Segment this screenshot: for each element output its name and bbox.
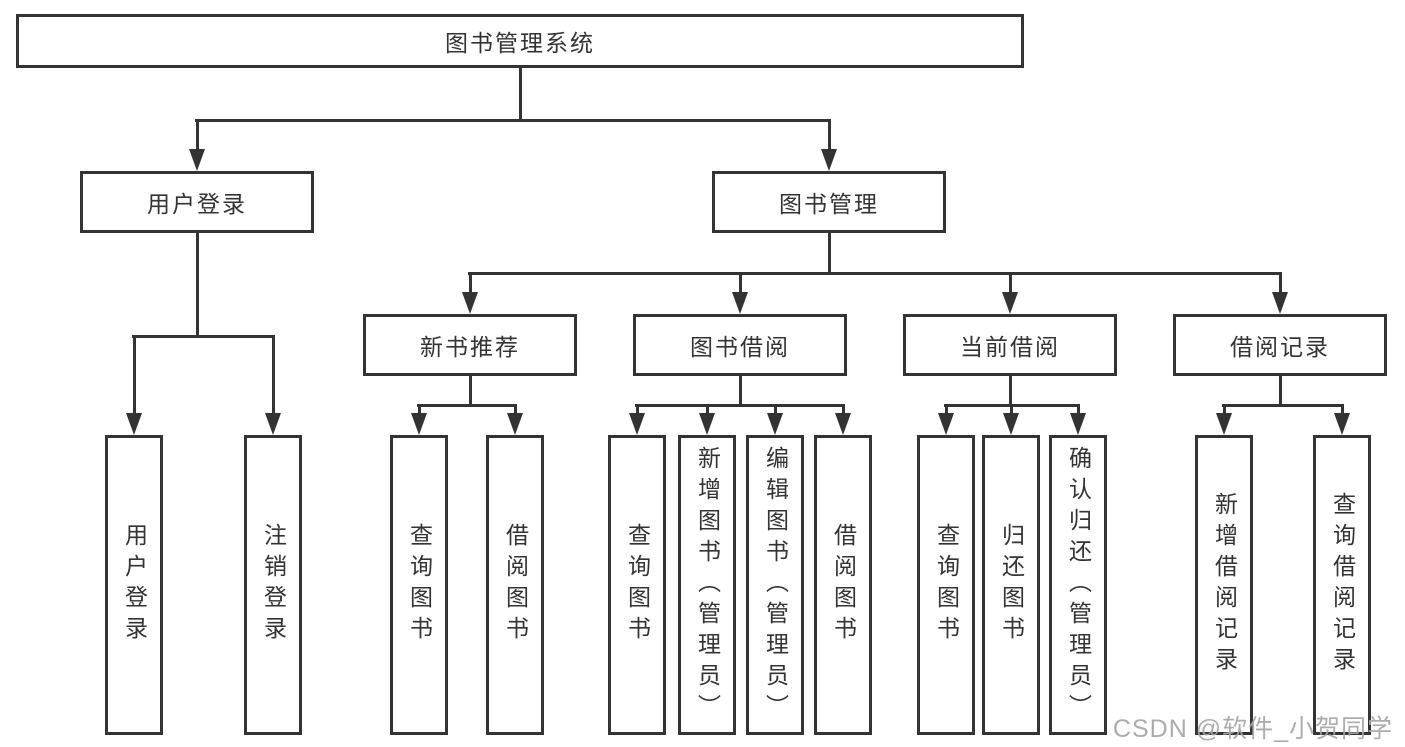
node-user-login: 用户登录 — [80, 171, 314, 233]
arrow-down-icon — [1070, 413, 1086, 435]
arrow-down-icon — [1002, 292, 1018, 314]
arrow-down-icon — [835, 413, 851, 435]
connector-rail — [132, 335, 275, 338]
node-leaf-query-books-2: 查询图书 — [608, 435, 666, 735]
connector-riser — [1009, 376, 1012, 406]
connector-stem — [469, 272, 472, 292]
node-leaf-borrow-books-1: 借阅图书 — [486, 435, 544, 735]
connector-stem — [272, 335, 275, 413]
node-leaf-query-books-1: 查询图书 — [390, 435, 448, 735]
arrow-down-icon — [265, 413, 281, 435]
node-leaf-logout: 注销登录 — [244, 435, 302, 735]
connector-stem — [706, 404, 709, 413]
connector-stem — [133, 335, 136, 413]
leaf-label: 归还图书 — [998, 523, 1025, 647]
arrow-down-icon — [411, 413, 427, 435]
node-leaf-confirm-return-admin: 确认归还（管理员） — [1049, 435, 1107, 735]
connector-rail — [468, 272, 1282, 275]
connector-riser — [1279, 376, 1282, 406]
leaf-label: 注销登录 — [260, 523, 287, 647]
node-book-management: 图书管理 — [712, 171, 946, 233]
arrow-down-icon — [189, 149, 205, 171]
arrow-down-icon — [1272, 292, 1288, 314]
node-leaf-return-books: 归还图书 — [982, 435, 1040, 735]
node-leaf-add-borrow-record: 新增借阅记录 — [1195, 435, 1253, 735]
leaf-label: 新增借阅记录 — [1211, 492, 1238, 678]
connector-riser — [469, 376, 472, 406]
arrow-down-icon — [1216, 413, 1232, 435]
connector-stem — [514, 404, 517, 413]
leaf-label: 查询图书 — [933, 523, 960, 647]
node-leaf-edit-books-admin: 编辑图书（管理员） — [746, 435, 804, 735]
arrow-down-icon — [629, 413, 645, 435]
connector-stem — [1279, 272, 1282, 292]
connector-stem — [418, 404, 421, 413]
connector-stem — [636, 404, 639, 413]
connector-rail — [417, 404, 517, 407]
node-library-management-system: 图书管理系统 — [16, 14, 1024, 68]
connector-riser — [739, 376, 742, 406]
leaf-label: 用户登录 — [121, 523, 148, 647]
node-new-book-recommendation: 新书推荐 — [363, 314, 577, 376]
connector-rail — [635, 404, 845, 407]
leaf-label: 确认归还（管理员） — [1065, 445, 1092, 725]
connector-stem — [196, 119, 199, 149]
leaf-label: 新增图书（管理员） — [694, 445, 721, 725]
connector-riser — [828, 233, 831, 274]
connector-stem — [1009, 272, 1012, 292]
connector-stem — [1341, 404, 1344, 413]
connector-riser — [519, 68, 522, 122]
arrow-down-icon — [699, 413, 715, 435]
leaf-label: 借阅图书 — [502, 523, 529, 647]
connector-stem — [774, 404, 777, 413]
connector-stem — [1077, 404, 1080, 413]
node-current-borrowing: 当前借阅 — [903, 314, 1117, 376]
node-leaf-borrow-books-2: 借阅图书 — [814, 435, 872, 735]
node-leaf-query-borrow-record: 查询借阅记录 — [1313, 435, 1371, 735]
leaf-label: 查询图书 — [624, 523, 651, 647]
connector-rail — [195, 119, 831, 122]
node-borrowing-records: 借阅记录 — [1173, 314, 1387, 376]
node-book-borrowing: 图书借阅 — [633, 314, 847, 376]
connector-stem — [739, 272, 742, 292]
connector-stem — [842, 404, 845, 413]
connector-stem — [828, 119, 831, 149]
node-leaf-add-books-admin: 新增图书（管理员） — [678, 435, 736, 735]
node-leaf-user-login: 用户登录 — [105, 435, 163, 735]
arrow-down-icon — [767, 413, 783, 435]
arrow-down-icon — [938, 413, 954, 435]
leaf-label: 查询图书 — [406, 523, 433, 647]
arrow-down-icon — [732, 292, 748, 314]
arrow-down-icon — [507, 413, 523, 435]
arrow-down-icon — [1334, 413, 1350, 435]
watermark: CSDN @软件_小贺同学 — [1112, 715, 1393, 743]
leaf-label: 借阅图书 — [830, 523, 857, 647]
arrow-down-icon — [1003, 413, 1019, 435]
connector-stem — [945, 404, 948, 413]
arrow-down-icon — [126, 413, 142, 435]
connector-stem — [1223, 404, 1226, 413]
arrow-down-icon — [821, 149, 837, 171]
leaf-label: 编辑图书（管理员） — [762, 445, 789, 725]
arrow-down-icon — [462, 292, 478, 314]
leaf-label: 查询借阅记录 — [1329, 492, 1356, 678]
connector-stem — [1010, 404, 1013, 413]
node-leaf-query-books-3: 查询图书 — [917, 435, 975, 735]
connector-riser — [196, 233, 199, 337]
connector-rail — [1222, 404, 1344, 407]
